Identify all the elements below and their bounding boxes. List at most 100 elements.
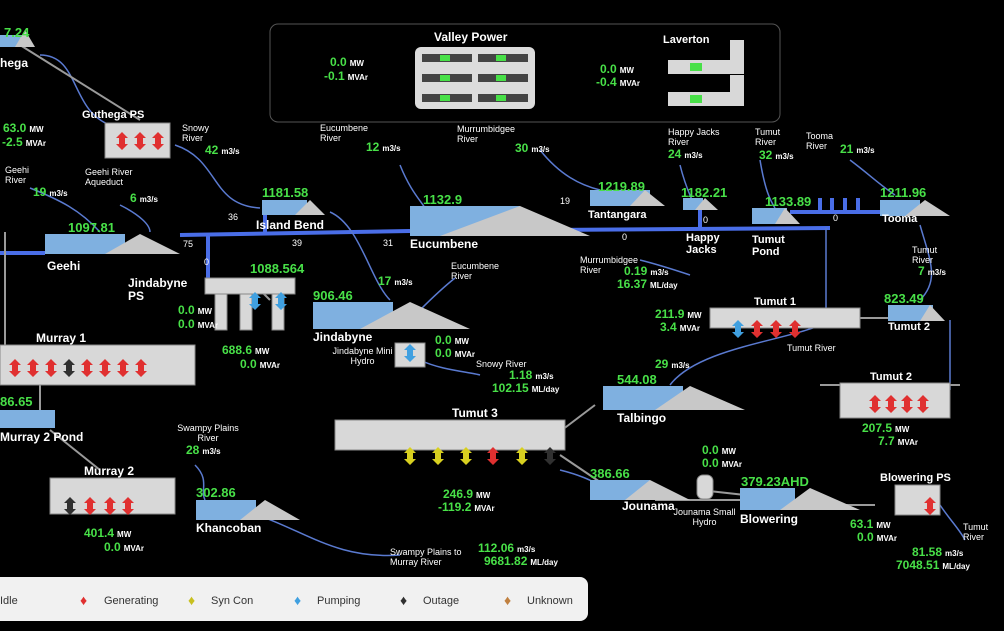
pumping-icon: ♦ (294, 592, 302, 608)
eucumbene-river-label: Eucumbene River (320, 123, 369, 143)
generator-unit-icon (63, 359, 75, 377)
jounama-small-hydro-label: Jounama Small Hydro (673, 507, 736, 527)
geehi-label: Geehi (47, 259, 81, 273)
pipe-flow-euc: 31 (383, 238, 394, 248)
tumut3-label: Tumut 3 (452, 406, 498, 420)
tumut-pond-level: 1133.89 (765, 194, 812, 209)
tumut1-river-label: Tumut River (787, 343, 836, 353)
eucumbene-river-2-label: Eucumbene River (451, 261, 500, 281)
tumut2-pond-level: 823.49 (884, 291, 924, 306)
generator-unit-icon (116, 132, 128, 150)
tumut1-label: Tumut 1 (754, 296, 796, 308)
murray2-pond-level: 86.65 (0, 394, 33, 409)
generator-unit-icon (432, 447, 444, 465)
tooma-river-label: Tooma River (806, 131, 834, 151)
swampy-plains-label: Swampy Plains River (177, 423, 239, 443)
generator-unit-icon (122, 497, 134, 515)
guthega-label: hega (0, 56, 29, 70)
pipe-flow-tant-out: 0 (622, 232, 628, 242)
laverton-title: Laverton (663, 34, 710, 46)
happy-jacks-level: 1182.21 (681, 185, 728, 200)
tumut-river-3-label: Tumut River (963, 522, 989, 542)
pipe-flow-island-in: 36 (228, 212, 239, 222)
legend-syn-con: Syn Con (211, 595, 254, 607)
generator-unit-icon (516, 447, 528, 465)
jindabyne-mini-hydro-label: Jindabyne Mini Hydro (332, 346, 393, 366)
laverton-diagram (668, 40, 744, 106)
legend-outage: Outage (423, 595, 460, 607)
pipe-flow-tant-in: 19 (560, 196, 571, 206)
tumut-river-top-label: Tumut River (755, 127, 781, 147)
generator-unit-icon (135, 359, 147, 377)
pipe-flow-jindabyne: 0 (204, 257, 210, 267)
khancoban-label: Khancoban (196, 521, 262, 535)
geehi-aqueduct-label: Geehi River Aqueduct (85, 167, 133, 187)
snowy-river-2-label: Snowy River (476, 359, 527, 369)
island-bend-level: 1181.58 (262, 185, 309, 200)
legend-generating: Generating (104, 595, 159, 607)
jounama-label: Jounama (622, 499, 675, 513)
jindabyne-level: 906.46 (313, 288, 353, 303)
legend-pumping: Pumping (317, 595, 361, 607)
tumut-pond-label: Tumut Pond (752, 234, 785, 259)
guthega-ps-label: Guthega PS (82, 109, 145, 121)
generator-unit-icon (64, 497, 76, 515)
pipe-flow-geehi: 75 (183, 239, 194, 249)
generator-unit-icon (404, 447, 416, 465)
jindabyne-ps-level: 1088.564 (250, 261, 305, 276)
generating-icon: ♦ (80, 592, 88, 608)
tooma-label: Tooma (882, 213, 918, 225)
generator-unit-icon (770, 320, 782, 338)
khancoban-level: 302.86 (196, 485, 236, 500)
tooma-level: 1211.96 (880, 185, 927, 200)
valley-power-title: Valley Power (434, 30, 508, 44)
legend-idle: Idle (0, 595, 18, 607)
generator-unit-icon (117, 359, 129, 377)
generator-unit-icon (9, 359, 21, 377)
generator-unit-icon (869, 395, 881, 413)
geehi-level: 1097.81 (68, 220, 115, 235)
generator-unit-icon (45, 359, 57, 377)
eucumbene-label: Eucumbene (410, 237, 479, 251)
murrumbidgee-river-label: Murrumbidgee River (457, 124, 516, 144)
jounama-level: 386.66 (590, 466, 630, 481)
blowering-ps-label: Blowering PS (880, 472, 951, 484)
generator-unit-icon (901, 395, 913, 413)
tantangara-level: 1219.89 (598, 179, 645, 194)
happy-jacks-label: Happy Jacks (686, 232, 720, 257)
generator-units (9, 132, 936, 515)
valley-power-diagram (415, 47, 535, 109)
